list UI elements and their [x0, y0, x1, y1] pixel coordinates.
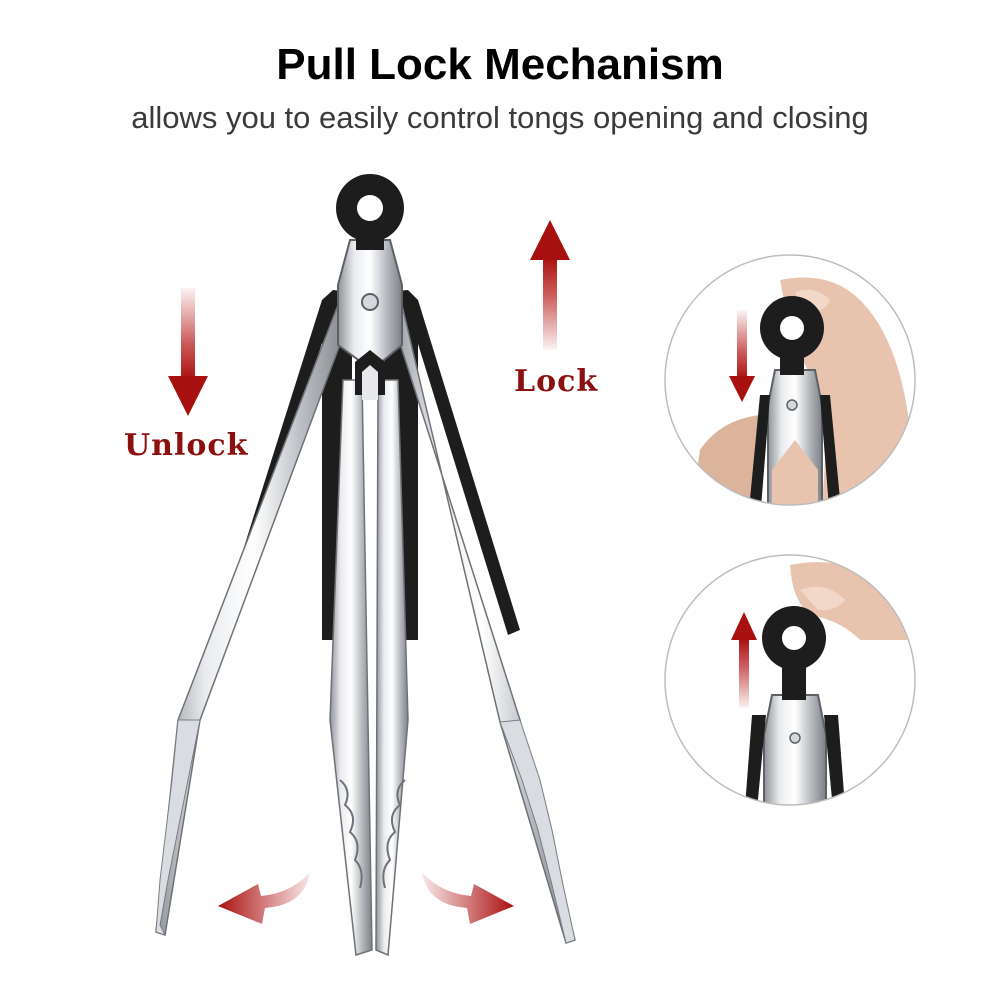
- arrow-up-icon: [530, 220, 570, 350]
- inset-unlock: [664, 254, 916, 506]
- inset-lock: [664, 554, 916, 806]
- tongs-main: [155, 174, 576, 957]
- curved-arrow-left-icon: [218, 872, 310, 924]
- page-subtitle: allows you to easily control tongs openi…: [131, 100, 869, 135]
- curved-arrow-right-icon: [422, 872, 514, 924]
- pull-ring-icon: [336, 174, 404, 250]
- lock-label: Lock: [514, 364, 599, 399]
- unlock-label: Unlock: [124, 428, 249, 463]
- arrow-down-icon: [168, 288, 208, 416]
- page-title: Pull Lock Mechanism: [276, 40, 724, 89]
